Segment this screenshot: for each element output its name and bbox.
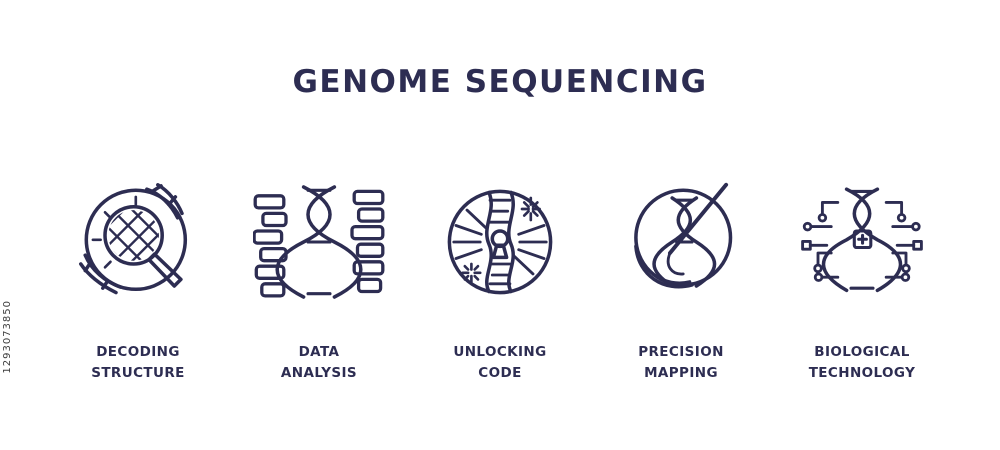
page-title: GENOME SEQUENCING bbox=[292, 64, 708, 100]
circuit-right bbox=[884, 200, 923, 282]
dna-data-blocks-icon bbox=[253, 185, 385, 299]
stock-id-watermark: 1293073850 bbox=[2, 300, 13, 374]
keyhole bbox=[490, 229, 510, 260]
item-precision-mapping: PRECISION MAPPING bbox=[601, 176, 761, 384]
item-data-analysis: DATA ANALYSIS bbox=[239, 176, 399, 384]
item-biological-technology: BIOLOGICAL TECHNOLOGY bbox=[782, 176, 942, 384]
helix-strand bbox=[306, 185, 363, 299]
icons-row: DECODING STRUCTURE bbox=[0, 176, 1000, 384]
sparkle-top-right bbox=[520, 196, 541, 222]
magnifier-handle bbox=[147, 252, 183, 288]
icon-caption: DATA ANALYSIS bbox=[280, 344, 358, 381]
item-unlocking-code: UNLOCKING CODE bbox=[420, 176, 580, 384]
helix bbox=[821, 187, 903, 293]
chip bbox=[852, 229, 873, 250]
icon-caption: DECODING STRUCTURE bbox=[91, 344, 185, 381]
data-blocks bbox=[253, 189, 385, 298]
radial-rays bbox=[452, 208, 548, 276]
dna-circuit-icon bbox=[801, 187, 923, 293]
needle bbox=[668, 182, 729, 255]
icon-caption: BIOLOGICAL TECHNOLOGY bbox=[808, 344, 916, 381]
magnifier-lens bbox=[103, 205, 164, 266]
dna-ribbon-top bbox=[145, 183, 184, 220]
helix-rungs bbox=[306, 188, 332, 296]
dna-needle-icon bbox=[634, 182, 733, 289]
icon-caption: UNLOCKING CODE bbox=[453, 344, 547, 381]
dna-ribbon-bottom bbox=[79, 253, 123, 295]
magnifier-dna-icon bbox=[79, 183, 188, 295]
item-decoding-structure: DECODING STRUCTURE bbox=[58, 176, 218, 384]
circuit-left bbox=[801, 200, 840, 282]
thread bbox=[666, 251, 685, 276]
sparkle-bottom-left bbox=[461, 262, 482, 283]
dna-keyhole-icon bbox=[447, 189, 553, 295]
helix bbox=[652, 196, 717, 288]
helix-strand bbox=[275, 185, 332, 299]
icon-caption: PRECISION MAPPING bbox=[638, 344, 724, 381]
dna-band bbox=[485, 190, 515, 294]
